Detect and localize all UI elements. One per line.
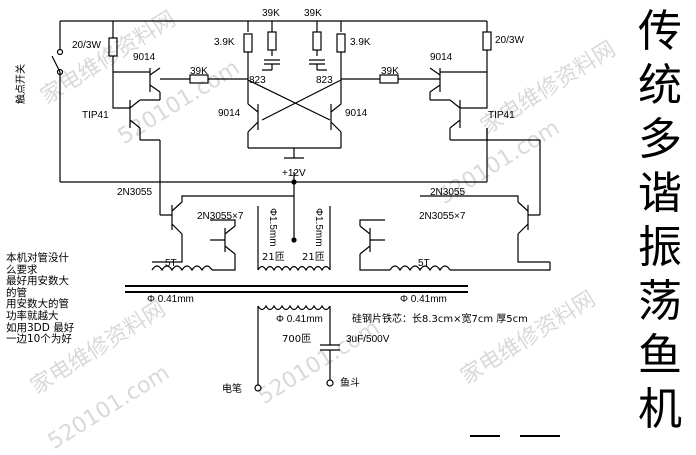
transistor-tip41-left — [112, 72, 160, 140]
note-line: 么要求 — [6, 263, 38, 276]
label-t-center-right: 9014 — [345, 108, 368, 119]
label-t-center-left: 9014 — [218, 108, 241, 119]
title-char: 谐 — [638, 168, 682, 219]
label-wire-right: Φ 0.41mm — [400, 294, 447, 305]
transistor-2n3055-left — [160, 195, 294, 235]
note-line: 的管 — [6, 286, 27, 299]
label-t-left-2n3055: 2N3055 — [117, 187, 153, 198]
switch-terminal-bottom — [56, 68, 64, 76]
label-wire-center-right: Φ1.5mm — [313, 208, 324, 247]
label-r-right-power: 20/3W — [495, 35, 524, 46]
transistor-tip41-right — [430, 72, 488, 140]
label-r-top-right: 39K — [304, 8, 322, 19]
label-core: 硅钢片铁芯：长8.3cm×宽7cm 厚5cm — [352, 314, 528, 325]
switch-contact — [51, 20, 113, 182]
label-t-left-2n3055x7: 2N3055×7 — [197, 211, 244, 222]
label-t-right-2n3055: 2N3055 — [430, 187, 466, 198]
terminal-fish-bucket — [326, 379, 334, 387]
label-t-right-2n3055x7: 2N3055×7 — [419, 211, 466, 222]
resistor-20-3w-left — [108, 37, 118, 57]
title-char: 荡 — [638, 276, 682, 327]
note-line: 功率就越大 — [6, 309, 59, 322]
label-electrode-pen: 电笔 — [222, 384, 242, 395]
label-turns-center-left: 21匝 — [262, 252, 285, 263]
note-line: 如用3DD 最好 — [6, 321, 75, 334]
label-turns-center-right: 21匝 — [302, 252, 325, 263]
transistor-9014-right — [429, 67, 487, 100]
label-r-left-39k: 39K — [190, 66, 208, 77]
label-turns-secondary: 700匝 — [282, 334, 312, 345]
label-t-right-9014: 9014 — [430, 52, 453, 63]
label-r-right-3k9: 3.9K — [350, 37, 371, 48]
label-t-left-9014: 9014 — [133, 52, 156, 63]
transistor-9014-left — [113, 67, 161, 100]
capacitor-3uf — [320, 344, 340, 351]
resistor-39k-top-right — [312, 31, 322, 51]
transistor-2n3055-right — [420, 195, 540, 235]
label-cap-secondary: 3uF/500V — [346, 334, 390, 345]
label-coil-left-turns: 5T — [165, 258, 177, 269]
transistor-2n3055x7-right — [359, 219, 385, 255]
resistor-3k9-right — [336, 33, 346, 53]
supply-rail — [60, 128, 488, 183]
label-switch: 触点开关 — [16, 64, 27, 104]
label-c-left: 823 — [249, 75, 266, 86]
title-char: 统 — [638, 60, 682, 111]
coil-21t-center — [257, 265, 331, 272]
title-char: 机 — [638, 384, 682, 435]
transformer-core — [125, 285, 468, 293]
capacitor-823-left — [264, 59, 280, 65]
label-r-top-left: 39K — [262, 8, 280, 19]
switch-terminal-top — [56, 48, 64, 56]
label-r-left-power: 20/3W — [72, 40, 101, 51]
note-line: 一边10个为好 — [6, 333, 72, 346]
transistor-9014-center-left — [247, 103, 259, 148]
transistor-9014-center-right — [330, 103, 342, 148]
cross-coupling — [247, 79, 342, 121]
transistor-2n3055x7-left — [210, 219, 236, 255]
resistor-3k9-left — [243, 33, 253, 53]
title-char: 鱼 — [638, 330, 682, 381]
coil-700t-secondary — [257, 304, 331, 311]
title-char: 振 — [638, 222, 682, 273]
label-fish-bucket: 鱼斗 — [340, 378, 360, 389]
label-r-right-39k: 39K — [381, 66, 399, 77]
note-line: 用安数大的管 — [6, 298, 69, 311]
resistor-20-3w-right — [482, 31, 492, 51]
label-wire-secondary: Φ 0.41mm — [276, 314, 323, 325]
label-supply: +12V — [282, 168, 306, 179]
coil-5t-left — [151, 265, 213, 272]
capacitor-823-right — [309, 59, 325, 65]
label-c-right: 823 — [316, 75, 333, 86]
notes-block: 本机对管没什 么要求 最好用安数大 的管 用安数大的管 功率就越大 如用3DD … — [6, 252, 75, 346]
label-t-right-tip41: TIP41 — [488, 110, 515, 121]
coil-5t-right — [389, 265, 451, 272]
label-wire-left: Φ 0.41mm — [147, 294, 194, 305]
resistor-39k-top-left — [267, 31, 277, 51]
note-line: 本机对管没什 — [6, 252, 69, 264]
label-wire-center-left: Φ1.5mm — [267, 208, 278, 247]
terminal-electrode-pen — [254, 384, 262, 392]
title-char: 多 — [638, 114, 682, 165]
label-t-left-tip41: TIP41 — [82, 110, 109, 121]
label-r-left-3k9: 3.9K — [214, 37, 235, 48]
title-char: 传 — [638, 6, 682, 57]
label-coil-right-turns: 5T — [418, 258, 430, 269]
note-line: 最好用安数大 — [6, 275, 69, 288]
